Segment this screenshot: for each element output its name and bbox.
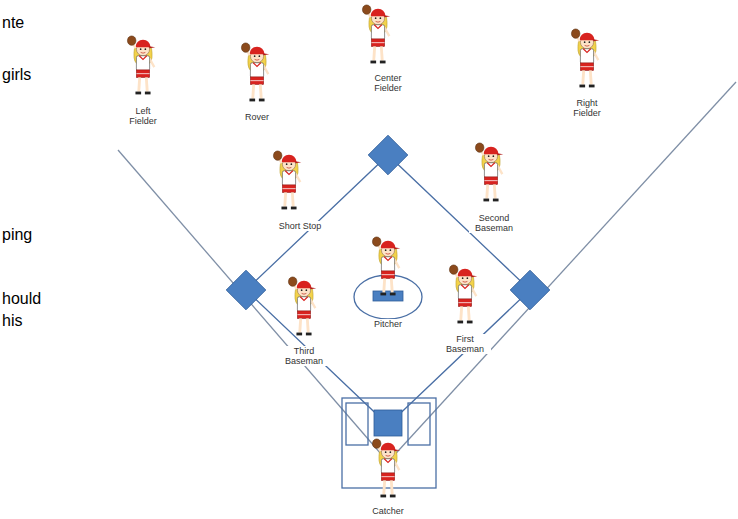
bases	[226, 135, 550, 436]
text-fragment: girls	[2, 66, 31, 84]
text-fragment: his	[2, 312, 22, 330]
position-label: Pitcher	[367, 319, 409, 329]
position-label: Left Fielder	[122, 106, 164, 126]
pitcher-figure	[372, 237, 400, 295]
position-label: Short Stop	[269, 221, 331, 231]
second-baseman-figure	[475, 143, 503, 201]
first-baseman-figure	[449, 265, 477, 323]
short-stop-figure	[273, 151, 301, 209]
third-baseman-figure	[288, 277, 316, 335]
position-label: Second Baseman	[469, 213, 519, 233]
left-fielder-figure	[127, 36, 155, 94]
center-fielder-figure	[362, 5, 390, 63]
position-label: Catcher	[367, 506, 409, 516]
position-label: Rover	[236, 112, 278, 122]
position-label: Third Baseman	[278, 346, 330, 366]
text-fragment: nte	[2, 14, 24, 32]
text-fragment: ping	[2, 226, 32, 244]
right-fielder-figure	[571, 29, 599, 87]
player-figures	[127, 5, 599, 497]
position-label: Center Fielder	[365, 73, 411, 93]
text-fragment: hould	[2, 290, 41, 308]
position-label: Right Fielder	[566, 98, 608, 118]
catcher-figure	[372, 439, 400, 497]
position-label: First Baseman	[439, 334, 491, 354]
rover-figure	[241, 43, 269, 101]
foul-lines	[118, 82, 736, 462]
pitcher-circle	[354, 275, 422, 319]
